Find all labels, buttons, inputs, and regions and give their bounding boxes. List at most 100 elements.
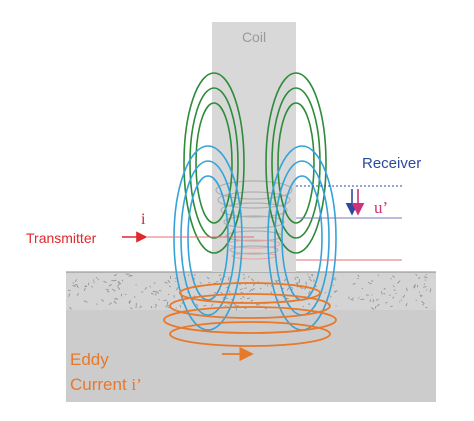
ground-speckle [101,298,105,302]
ground-speckle [128,299,131,304]
ground-speckle [106,290,110,293]
ground-speckle [193,274,196,276]
ground-speckle [139,305,142,308]
ground-speckle [423,276,428,278]
ground-speckle [208,282,211,284]
ground-speckle [308,276,311,279]
ground-speckle [155,303,158,306]
ground-speckle [76,292,80,296]
eddy-current-symbol: i’ [131,375,141,394]
ground-speckle [105,289,110,291]
ground-speckle [150,305,153,309]
eddy-label-line1: Eddy [70,350,109,369]
eddy-label-text: Current [70,375,131,394]
ground-speckle [423,286,427,288]
ground-speckle [133,296,136,298]
ground-speckle [392,285,395,288]
coil-label: Coil [242,29,266,45]
eddy-current-spiral [163,282,337,347]
ground-speckle [423,283,426,285]
ground-speckle [413,284,416,288]
ground-speckle [167,279,171,284]
ground-speckle [311,273,313,277]
ground-speckle [296,276,299,279]
ground-speckle [294,277,296,279]
ground-speckle [283,278,287,282]
ground-speckle [372,299,375,303]
ground-speckle [174,277,177,280]
ground-speckle [250,278,255,282]
ground-speckle [206,276,210,280]
eddy-label-line2: Current i’ [70,375,142,394]
ground-speckle [219,277,222,281]
ground-speckle [76,285,79,289]
ground-speckle [213,291,217,294]
ground-speckle [417,277,421,279]
ground-speckle [308,303,311,305]
ground-speckle [421,300,425,305]
ground-speckle [72,282,74,284]
ground-speckle [360,298,365,300]
ground-speckle [113,274,118,277]
ground-speckle [175,286,179,291]
ground-speckle [276,280,280,282]
ground-speckle [246,297,251,300]
ground-speckle [158,290,161,292]
ground-speckle [299,287,304,289]
ground-speckle [357,274,360,277]
ground-speckle [236,305,240,307]
ground-speckle [167,293,170,296]
ground-speckle [376,303,380,307]
ground-speckle [405,303,408,307]
ground-speckle [400,299,403,301]
ground-speckle [330,295,332,298]
current-i-label: i [141,211,146,228]
ground-speckle [414,285,416,289]
ground-speckle [307,273,309,276]
ground-speckle [406,287,408,292]
ground-speckle [242,273,245,276]
ground-speckle [333,290,338,293]
ground-speckle [334,279,337,281]
ground-speckle [74,279,78,283]
ground-speckle [111,288,116,292]
ground-speckle [257,281,260,283]
ground-speckle [420,294,423,298]
ground-speckle [241,287,244,290]
ground-speckle [97,278,99,281]
induced-voltage-label: u’ [374,198,388,217]
ground-speckle [259,287,262,290]
ground-speckle [249,288,253,293]
ground-speckle [390,278,392,280]
receiver-label: Receiver [362,155,421,172]
ground-speckle [251,287,255,291]
ground-speckle [242,295,245,299]
ground-speckle [229,292,231,294]
ground-speckle [179,304,182,308]
ground-speckle [164,281,168,284]
ground-speckle [166,301,169,305]
ground-speckle [274,279,278,284]
primary-field-loops [183,72,327,254]
ground-speckle [199,282,202,284]
ground-speckle [250,299,254,302]
ground-speckle [285,297,289,300]
ground-speckle [244,287,247,289]
ground-speckle [195,303,199,307]
ground-speckle [415,273,418,276]
ground-speckle [422,304,425,306]
ground-speckle [286,287,290,291]
ground-speckle [108,302,112,306]
ground-speckle [324,291,327,294]
ground-speckle [154,306,157,308]
ground-speckle [308,278,313,282]
ground-speckle [385,301,388,304]
ground-speckle [361,287,364,290]
ground-speckle [228,276,230,281]
ground-speckle [371,307,375,310]
ground-speckle [150,292,154,295]
ground-speckle [383,287,386,290]
ground-speckle [368,281,372,285]
ground-speckle [375,299,379,301]
